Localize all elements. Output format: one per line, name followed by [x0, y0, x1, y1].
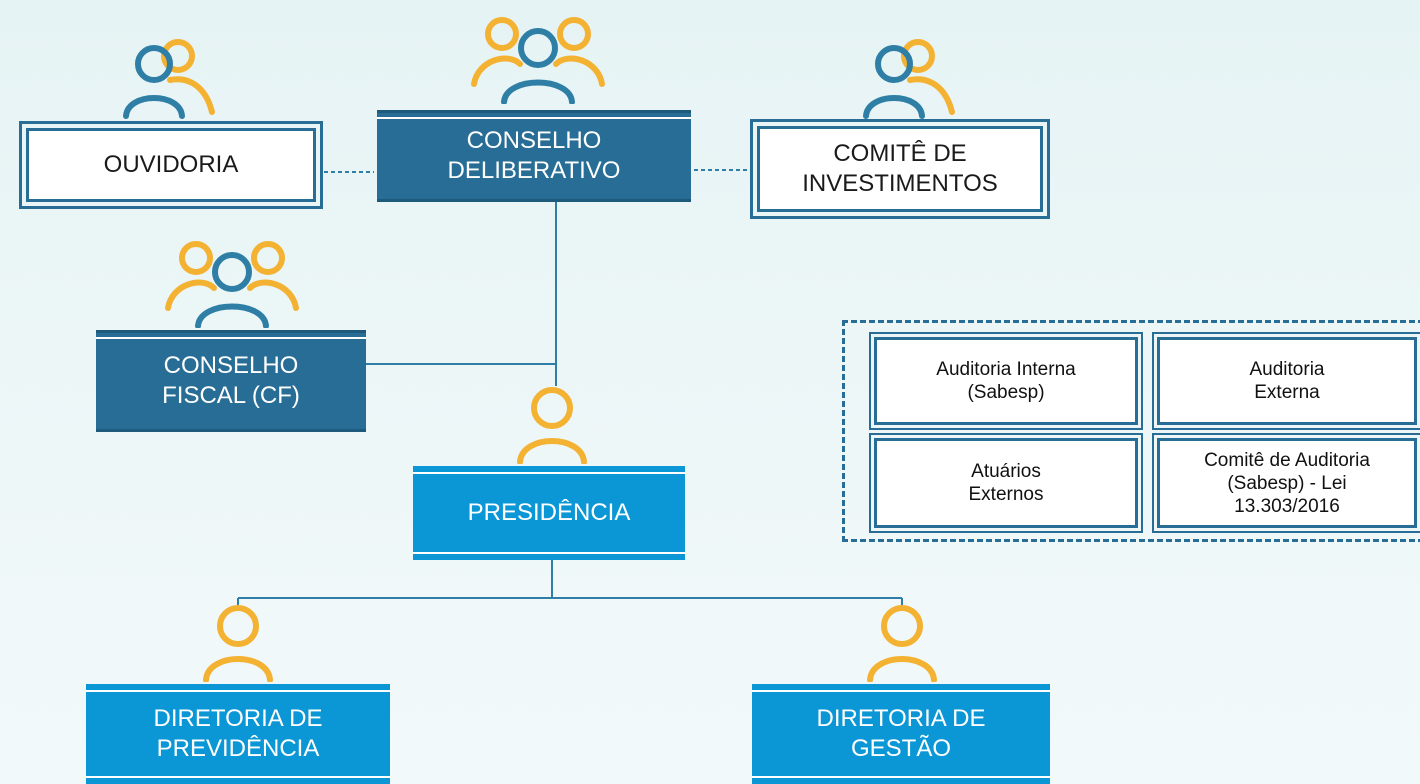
two-people-icon: [863, 39, 955, 119]
person-icon: [867, 605, 937, 682]
audit-cell-auditoria-interna: Auditoria Interna (Sabesp): [869, 332, 1143, 430]
audit-cell-atuarios-externos: Atuários Externos: [869, 433, 1143, 533]
node-ouvidoria: OUVIDORIA: [19, 121, 323, 209]
audit-group-frame: [842, 320, 1420, 542]
node-diretoria-gestao: DIRETORIA DE GESTÃO: [752, 684, 1050, 784]
audit-cell-auditoria-externa: Auditoria Externa: [1152, 332, 1420, 430]
group-people-icon: [471, 17, 605, 104]
person-icon: [203, 605, 273, 682]
two-people-icon: [123, 39, 215, 119]
group-people-icon: [165, 241, 299, 328]
node-conselho-deliberativo: CONSELHO DELIBERATIVO: [377, 110, 691, 202]
audit-cell-comite-auditoria: Comitê de Auditoria (Sabesp) - Lei 13.30…: [1152, 433, 1420, 533]
node-comite-investimentos: COMITÊ DE INVESTIMENTOS: [750, 119, 1050, 219]
node-conselho-fiscal: CONSELHO FISCAL (CF): [96, 330, 366, 432]
person-icon: [517, 387, 587, 464]
node-diretoria-previdencia: DIRETORIA DE PREVIDÊNCIA: [86, 684, 390, 784]
node-presidencia: PRESIDÊNCIA: [413, 466, 685, 560]
